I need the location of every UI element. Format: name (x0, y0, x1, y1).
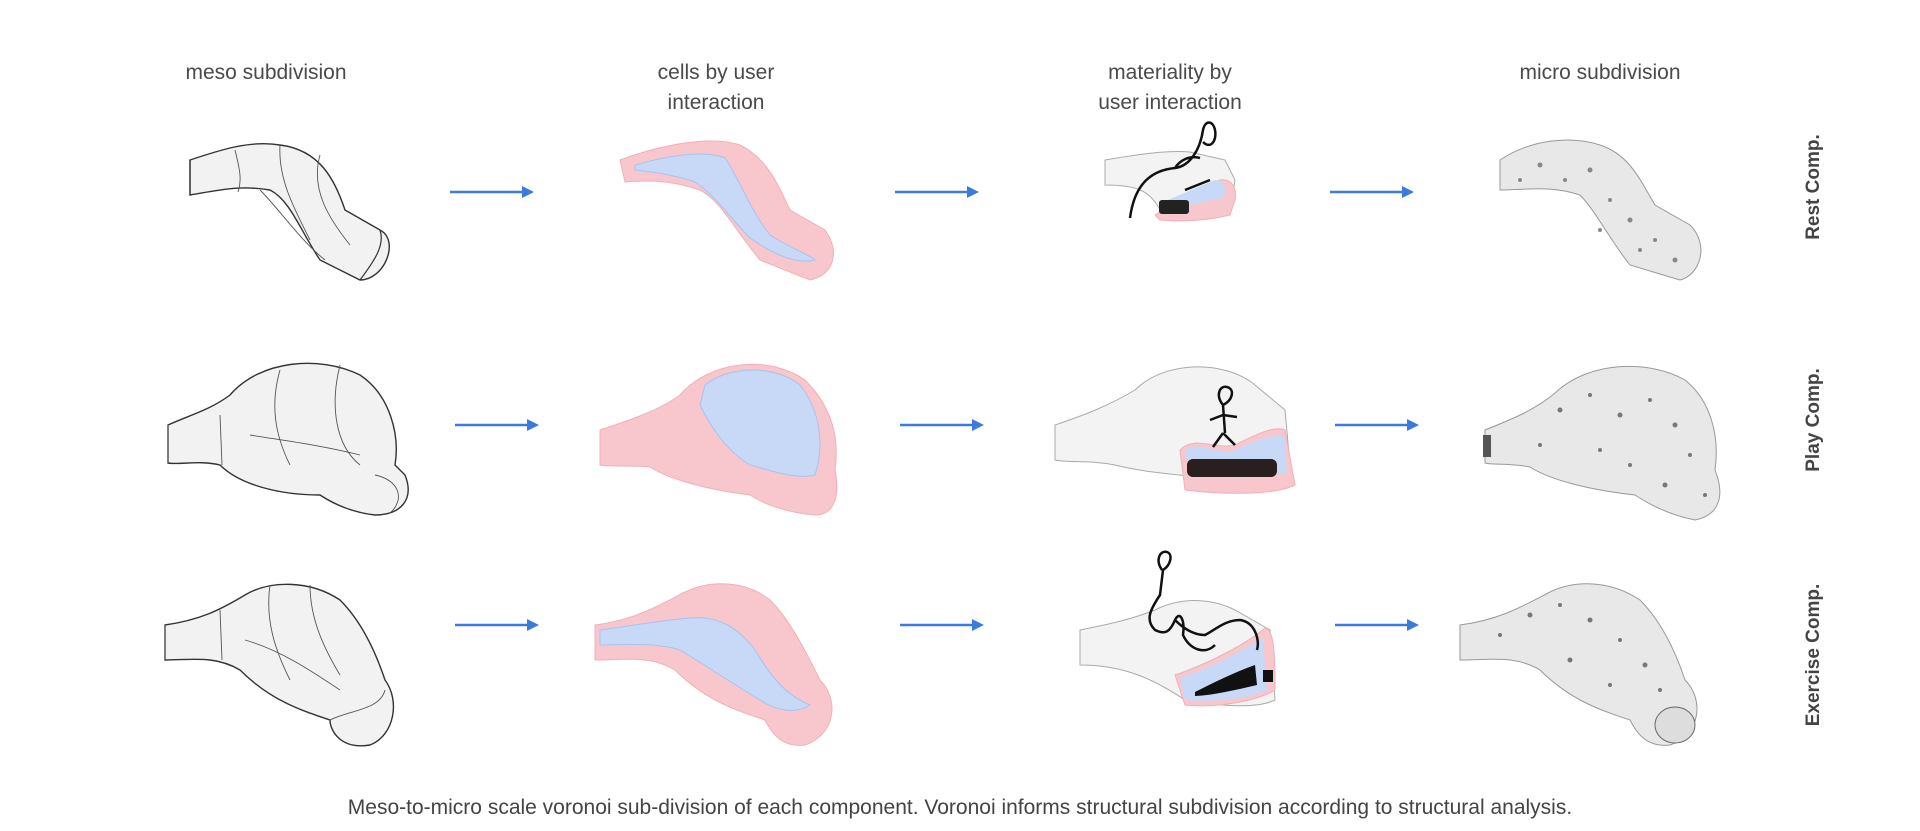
arrow-play-1 (455, 418, 539, 432)
arrow-exercise-2 (900, 618, 984, 632)
rest-micro-shape (1480, 120, 1740, 290)
arrow-rest-2 (895, 185, 979, 199)
play-micro-shape (1480, 355, 1740, 525)
arrow-rest-1 (450, 185, 534, 199)
play-meso-shape (160, 355, 420, 525)
exercise-micro-shape (1459, 580, 1720, 750)
column-title-materiality: materiality by user interaction (1098, 61, 1242, 114)
rest-cells-shape (610, 120, 870, 290)
arrow-play-3 (1335, 418, 1419, 432)
play-cells-shape (599, 355, 860, 525)
column-title-micro: micro subdivision (1519, 61, 1681, 84)
exercise-cells-shape (594, 580, 855, 750)
rest-materiality-shape (1095, 120, 1355, 290)
row-label-play: Play Comp. (1803, 368, 1824, 472)
arrow-rest-3 (1330, 185, 1414, 199)
exercise-materiality-shape (1075, 550, 1335, 720)
play-materiality-shape (1054, 355, 1315, 525)
column-title-meso: meso subdivision (185, 61, 347, 84)
row-label-exercise: Exercise Comp. (1803, 583, 1824, 727)
arrow-play-2 (900, 418, 984, 432)
row-label-rest: Rest Comp. (1803, 134, 1824, 240)
arrow-exercise-3 (1335, 618, 1419, 632)
rest-meso-shape (160, 120, 420, 290)
figure-caption: Meso-to-micro scale voronoi sub-division… (347, 796, 1573, 819)
column-title-cells: cells by user interaction (657, 61, 775, 114)
exercise-meso-shape (160, 580, 420, 750)
arrow-exercise-1 (455, 618, 539, 632)
